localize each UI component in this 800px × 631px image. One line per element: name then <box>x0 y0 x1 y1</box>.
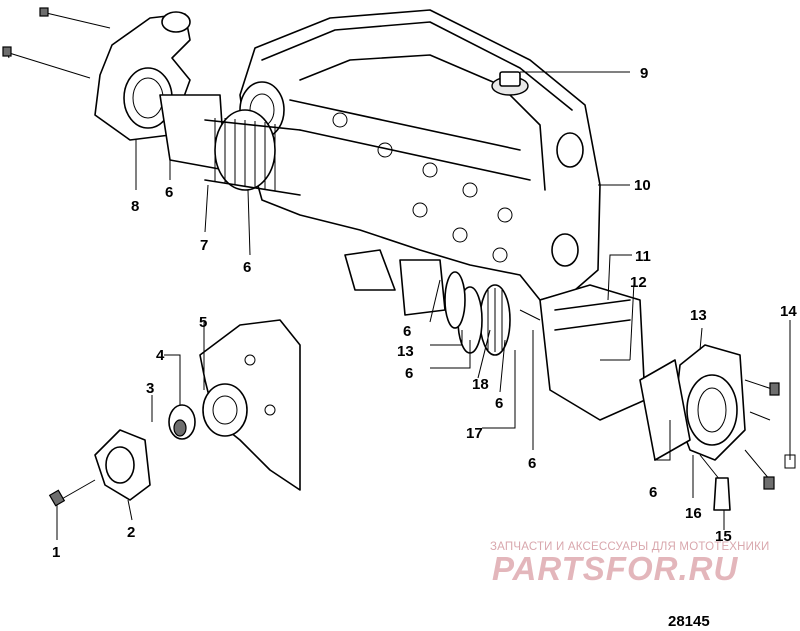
callout-14: 14 <box>780 303 797 320</box>
callout-13b: 13 <box>690 307 707 324</box>
callout-15: 15 <box>715 528 732 545</box>
callout-13a: 13 <box>397 343 414 360</box>
callout-6c: 6 <box>403 323 411 340</box>
callout-6e: 6 <box>495 395 503 412</box>
callout-3: 3 <box>146 380 154 397</box>
cover-and-seals <box>48 404 196 507</box>
callout-10: 10 <box>634 177 651 194</box>
callout-18: 18 <box>472 376 489 393</box>
callout-5: 5 <box>199 314 207 331</box>
end-cover-right <box>639 344 796 511</box>
hose-and-clamps-left <box>159 94 301 196</box>
callout-2: 2 <box>127 524 135 541</box>
watermark-tagline: ЗАПЧАСТИ И АКСЕССУАРЫ ДЛЯ МОТОТЕХНИКИ <box>490 541 770 553</box>
callout-6a: 6 <box>165 184 173 201</box>
callout-4: 4 <box>156 347 165 364</box>
callout-6b: 6 <box>243 259 251 276</box>
callout-1: 1 <box>52 544 60 561</box>
callout-12: 12 <box>630 274 647 291</box>
figure-number: 28145 <box>668 613 710 630</box>
callout-11: 11 <box>635 248 651 265</box>
watermark-brand: PARTSFOR.RU <box>492 550 738 587</box>
callout-numbers: 1 2 3 4 5 6 6 6 6 6 6 6 7 8 9 10 11 12 1… <box>52 65 797 561</box>
callout-16: 16 <box>685 505 702 522</box>
exhaust-manifold-assembly <box>239 9 601 316</box>
callout-6d: 6 <box>405 365 413 382</box>
thermostat-housing <box>2 7 191 141</box>
callout-7: 7 <box>200 237 208 254</box>
callout-6g: 6 <box>649 484 657 501</box>
callout-9: 9 <box>640 65 648 82</box>
leader-lines <box>56 71 791 540</box>
callout-6f: 6 <box>528 455 536 472</box>
callout-8: 8 <box>131 198 139 215</box>
elbow-and-cooler-assembly <box>444 271 646 421</box>
water-pump-bracket <box>199 319 301 491</box>
watermark: ЗАПЧАСТИ И АКСЕССУАРЫ ДЛЯ МОТОТЕХНИКИ PA… <box>490 541 770 587</box>
callout-17: 17 <box>466 425 483 442</box>
